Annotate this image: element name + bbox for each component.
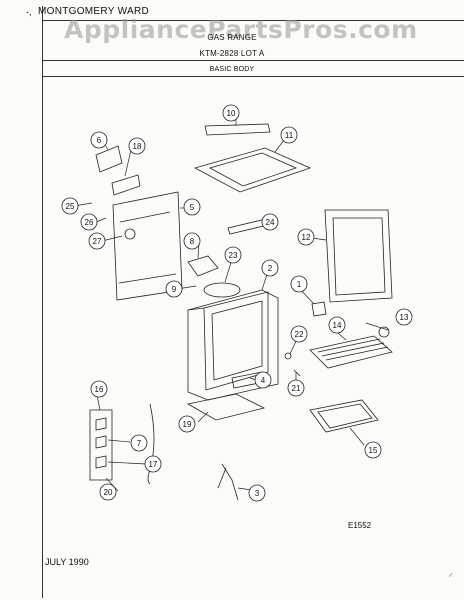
part-14-rack (309, 335, 393, 369)
part-19-bottom (186, 393, 266, 421)
part-15-pan (309, 399, 379, 433)
callout-10: 10 (227, 109, 236, 118)
callout-19: 19 (183, 420, 192, 429)
callout-8: 8 (190, 237, 195, 246)
part-18-plate (111, 174, 141, 196)
callout-5: 5 (190, 203, 195, 212)
part-3-leg (217, 463, 239, 501)
callout-20: 20 (104, 488, 113, 497)
header-tick-mark: -, (26, 7, 32, 17)
part-16-packet (89, 409, 113, 481)
callout-26: 26 (85, 218, 94, 227)
callout-18: 18 (133, 142, 142, 151)
callout-17: 17 (149, 460, 158, 469)
brand-name: MONTGOMERY WARD (38, 6, 149, 17)
publication-date: JULY 1990 (45, 557, 89, 567)
part-13-knob (378, 326, 390, 338)
callout-14: 14 (333, 321, 342, 330)
callout-12: 12 (302, 233, 311, 242)
part-10-trim (204, 123, 271, 136)
part-1-valve (311, 301, 327, 317)
header-rule-top (42, 20, 464, 21)
callout-4: 4 (261, 376, 266, 385)
part-11-cooktop (193, 147, 312, 193)
callout-25: 25 (66, 202, 75, 211)
callout-11: 11 (285, 131, 294, 140)
callout-6: 6 (97, 136, 102, 145)
part-22-screw (284, 352, 292, 360)
callout-9: 9 (172, 285, 177, 294)
callout-15: 15 (369, 446, 378, 455)
part-12-door (324, 209, 393, 303)
watermark: AppliancePartsPros.com (64, 15, 418, 44)
callout-2: 2 (268, 264, 273, 273)
callout-24: 24 (266, 218, 275, 227)
callout-22: 22 (295, 330, 304, 339)
section-title: BASIC BODY (209, 66, 255, 73)
callout-13: 13 (400, 313, 409, 322)
callout-27: 27 (93, 237, 102, 246)
part-8-bracket (187, 255, 219, 277)
part-6-knob (95, 145, 123, 173)
callout-21: 21 (292, 384, 301, 393)
callout-16: 16 (95, 385, 104, 394)
callout-3: 3 (255, 489, 260, 498)
part-23-burner (203, 282, 241, 298)
header-rule-bottom (42, 76, 464, 77)
model-number: KTM-2828 LOT A (199, 49, 265, 58)
left-margin-rule (42, 6, 43, 598)
header-rule-mid (42, 60, 464, 61)
callout-1: 1 (297, 280, 302, 289)
part-21-screw (293, 369, 301, 377)
drawing-code: E1552 (348, 521, 372, 530)
callout-23: 23 (229, 251, 238, 260)
page-title-fragment: GAS RANGE (207, 33, 257, 42)
callout-7: 7 (137, 439, 142, 448)
